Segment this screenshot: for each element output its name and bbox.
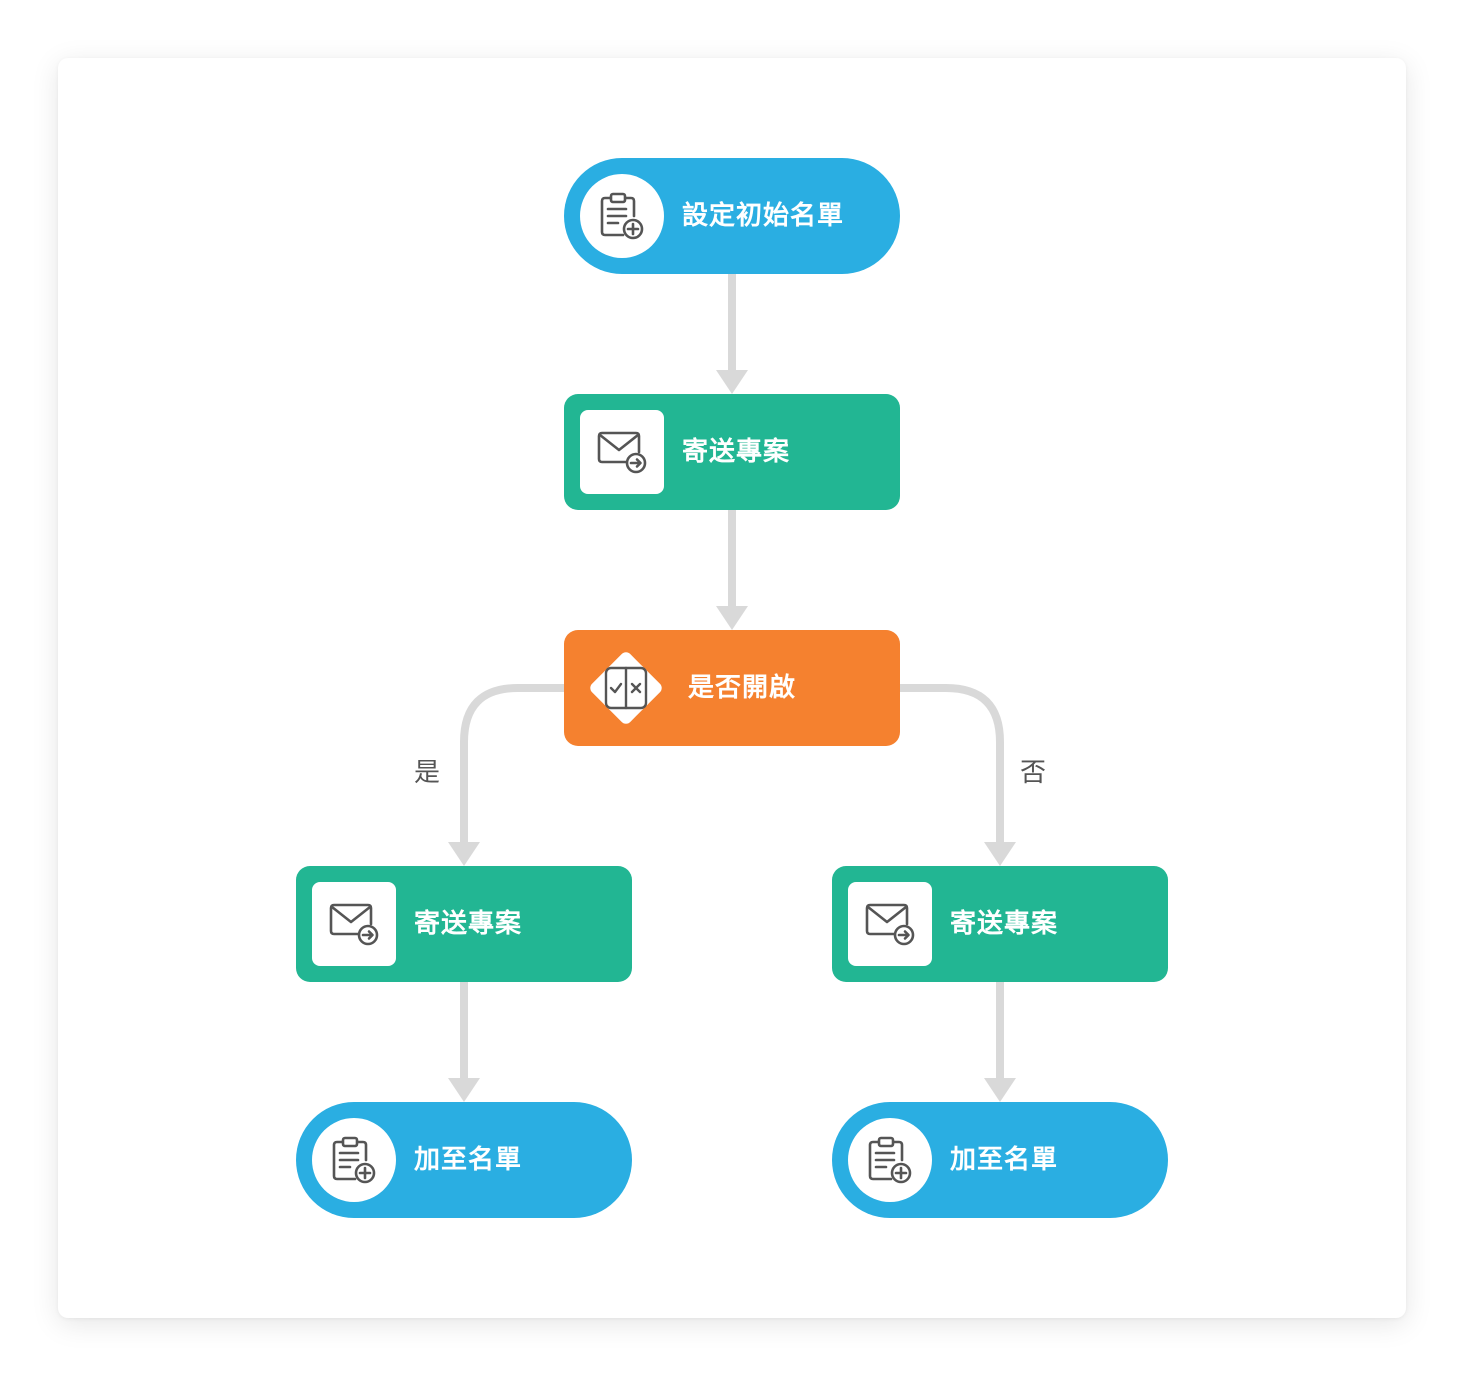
decision-node-label: 是否開啟 [688, 673, 797, 703]
start-node-label: 設定初始名單 [682, 201, 845, 231]
yes-add-list-node[interactable]: 加至名單 [296, 1102, 632, 1218]
arrowhead-send-to-decision [716, 606, 748, 630]
clipboard-add-icon [312, 1118, 396, 1202]
branch-label-no: 否 [1020, 758, 1047, 788]
start-node[interactable]: 設定初始名單 [564, 158, 900, 274]
clipboard-add-icon [580, 174, 664, 258]
mail-send-icon [848, 882, 932, 966]
no-send-email-node[interactable]: 寄送專案 [832, 866, 1168, 982]
arrowhead-yes-send-to-list [448, 1078, 480, 1102]
yes-send-email-node-label: 寄送專案 [414, 909, 523, 939]
connector-decision-to-yes [460, 684, 564, 846]
check-cross-icon [587, 649, 665, 727]
arrowhead-start-to-send [716, 370, 748, 394]
yes-add-list-node-label: 加至名單 [414, 1145, 523, 1175]
clipboard-add-icon [848, 1118, 932, 1202]
yes-send-email-node[interactable]: 寄送專案 [296, 866, 632, 982]
send-email-node[interactable]: 寄送專案 [564, 394, 900, 510]
arrowhead-decision-to-yes [448, 842, 480, 866]
decision-node[interactable]: 是否開啟 [564, 630, 900, 746]
arrowhead-decision-to-no [984, 842, 1016, 866]
arrowhead-no-send-to-list [984, 1078, 1016, 1102]
no-send-email-node-label: 寄送專案 [950, 909, 1059, 939]
no-add-list-node-label: 加至名單 [950, 1145, 1059, 1175]
mail-send-icon [312, 882, 396, 966]
branch-label-yes: 是 [414, 758, 441, 788]
connector-decision-to-no [900, 684, 1004, 846]
mail-send-icon [580, 410, 664, 494]
no-add-list-node[interactable]: 加至名單 [832, 1102, 1168, 1218]
send-email-node-label: 寄送專案 [682, 437, 791, 467]
